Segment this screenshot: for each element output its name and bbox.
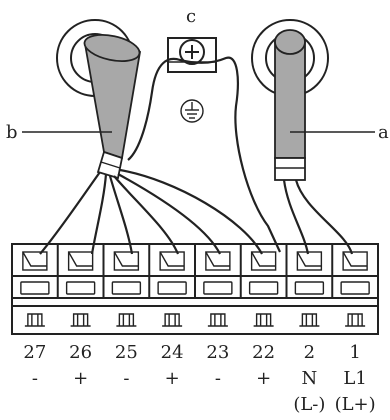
power-wires — [282, 179, 354, 255]
plus-screw-icon — [179, 39, 205, 65]
label-b: b — [6, 122, 18, 143]
earth-wire — [127, 56, 281, 253]
terminal-number: 22 — [252, 342, 275, 363]
protective-earth-icon — [180, 99, 204, 123]
terminal-sign: N — [302, 368, 318, 389]
label-a: a — [378, 122, 389, 143]
terminal-25 — [102, 244, 142, 327]
terminal-block — [11, 243, 379, 335]
terminal-22 — [239, 244, 279, 327]
terminal-sign: + — [165, 368, 180, 389]
terminal-number: 25 — [115, 342, 138, 363]
earth-screw-block — [167, 37, 217, 73]
terminal-24 — [148, 244, 187, 327]
terminal-sign: + — [73, 368, 88, 389]
power-cable — [274, 29, 306, 181]
terminal-number: 1 — [349, 342, 360, 363]
terminal-number: 26 — [69, 342, 92, 363]
terminal-note: (L-) — [293, 394, 325, 415]
terminal-sign: - — [123, 368, 129, 389]
terminal-note: (L+) — [335, 394, 376, 415]
signal-cable — [83, 33, 142, 180]
terminal-sign: - — [215, 368, 221, 389]
terminal-number: 24 — [161, 342, 184, 363]
label-c: c — [186, 6, 196, 27]
signal-wires — [39, 168, 263, 255]
terminal-sign: + — [256, 368, 271, 389]
terminal-1 — [331, 244, 370, 327]
terminal-27 — [20, 251, 50, 327]
terminal-sign: - — [32, 368, 38, 389]
terminal-number: 2 — [304, 342, 315, 363]
terminal-23 — [194, 244, 233, 327]
terminal-2 — [285, 244, 325, 327]
terminal-sign: L1 — [343, 368, 366, 389]
terminal-26 — [56, 244, 96, 327]
terminal-number: 23 — [206, 342, 229, 363]
terminal-number: 27 — [23, 342, 46, 363]
